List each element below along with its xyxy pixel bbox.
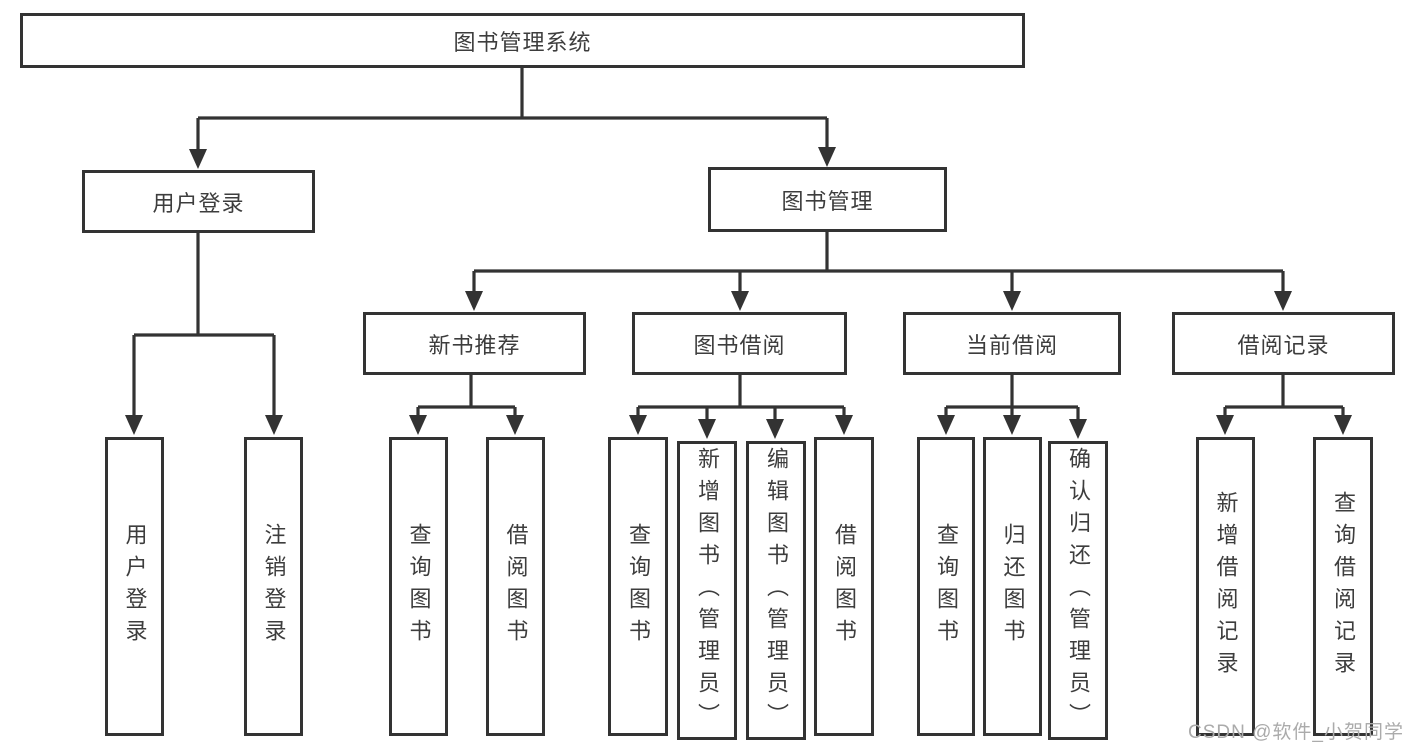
leaf-query-books-current-label: 查询图书 (934, 522, 959, 651)
leaf-query-books-recommend: 查询图书 (389, 437, 448, 736)
leaf-borrow-books-recommend: 借阅图书 (486, 437, 545, 736)
leaf-query-books-current: 查询图书 (917, 437, 975, 736)
leaf-user-login: 用户登录 (105, 437, 164, 736)
leaf-borrow-books-label: 借阅图书 (832, 522, 857, 651)
leaf-add-borrow-record: 新增借阅记录 (1196, 437, 1255, 736)
leaf-query-books-borrowing: 查询图书 (608, 437, 668, 736)
node-book-management: 图书管理 (708, 167, 947, 232)
leaf-confirm-return-admin-label: 确认归还（管理员） (1066, 446, 1091, 735)
leaf-return-book: 归还图书 (983, 437, 1042, 736)
leaf-add-book-admin-label: 新增图书（管理员） (695, 446, 720, 735)
node-new-book-recommend: 新书推荐 (363, 312, 586, 375)
leaf-user-login-label: 用户登录 (122, 522, 148, 651)
leaf-logout-label: 注销登录 (261, 522, 287, 651)
node-book-borrowing: 图书借阅 (632, 312, 847, 375)
node-borrowing-records: 借阅记录 (1172, 312, 1395, 375)
leaf-logout: 注销登录 (244, 437, 303, 736)
leaf-return-book-label: 归还图书 (1000, 522, 1026, 651)
node-system-root: 图书管理系统 (20, 13, 1025, 68)
leaf-borrow-books: 借阅图书 (814, 437, 874, 736)
leaf-edit-book-admin: 编辑图书（管理员） (746, 441, 806, 740)
node-user-login: 用户登录 (82, 170, 315, 233)
leaf-query-borrow-record: 查询借阅记录 (1313, 437, 1373, 736)
leaf-query-books-borrowing-label: 查询图书 (626, 522, 651, 651)
leaf-query-borrow-record-label: 查询借阅记录 (1331, 490, 1356, 683)
leaf-query-books-recommend-label: 查询图书 (406, 522, 432, 651)
node-current-borrowing: 当前借阅 (903, 312, 1121, 375)
leaf-edit-book-admin-label: 编辑图书（管理员） (764, 446, 789, 735)
leaf-add-borrow-record-label: 新增借阅记录 (1213, 490, 1239, 683)
csdn-watermark: CSDN @软件_小贺同学 (1188, 722, 1404, 743)
leaf-borrow-books-recommend-label: 借阅图书 (503, 522, 529, 651)
leaf-add-book-admin: 新增图书（管理员） (677, 441, 737, 740)
leaf-confirm-return-admin: 确认归还（管理员） (1048, 441, 1108, 740)
